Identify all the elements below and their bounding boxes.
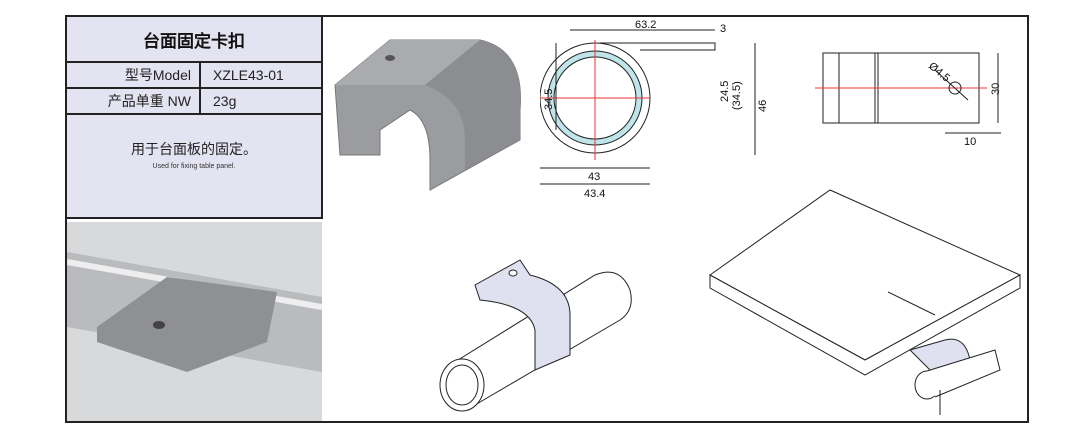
installed-photo	[67, 222, 322, 421]
front-view-drawing: 63.2 3 34.5 24.5 (34.5) 46 43 43.4	[540, 20, 769, 200]
weight-label: 产品单重 NW	[67, 89, 201, 113]
dim-width-top: 63.2	[635, 20, 656, 31]
description-cn: 用于台面板的固定。	[131, 141, 257, 157]
weight-row: 产品单重 NW 23g	[67, 89, 321, 115]
dim-thickness: 3	[720, 23, 726, 35]
dim-height-ref: (34.5)	[731, 81, 743, 110]
dim-height-inner: 24.5	[719, 81, 731, 102]
dim-outer-diameter: 43.4	[584, 188, 605, 200]
dim-plate-width: 30	[990, 83, 1002, 95]
product-title: 台面固定卡扣	[67, 17, 321, 63]
pipe-clip-drawing	[439, 259, 632, 412]
clip-photo	[334, 39, 521, 191]
table-panel-drawing	[709, 189, 1022, 415]
dim-height-total: 46	[757, 100, 769, 112]
dim-height-left: 34.5	[543, 89, 555, 110]
model-row: 型号Model XZLE43-01	[67, 63, 321, 89]
model-label: 型号Model	[67, 63, 201, 87]
weight-value: 23g	[213, 93, 237, 109]
dim-hole-offset: 10	[964, 136, 976, 148]
drawing-frame	[65, 15, 1029, 423]
description-en: Used for fixing table panel.	[152, 163, 236, 170]
top-view-drawing: Ø4.5 30 10	[815, 52, 1002, 148]
spec-table: 台面固定卡扣 型号Model XZLE43-01 产品单重 NW 23g 用于台…	[65, 15, 323, 219]
dim-inner-diameter: 43	[588, 171, 600, 183]
dim-hole-diameter: Ø4.5	[926, 60, 952, 85]
model-value: XZLE43-01	[213, 67, 284, 83]
description: 用于台面板的固定。 Used for fixing table panel.	[67, 115, 321, 170]
